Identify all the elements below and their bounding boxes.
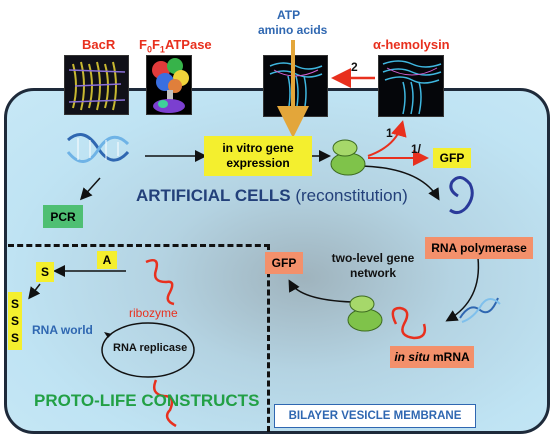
step-1-arrow [367,120,407,157]
dna-helix-icon [66,133,130,163]
proto-life-region [8,244,270,432]
polymerase-enzyme-icon [449,176,474,215]
proto-life-title: PROTO-LIFE CONSTRUCTS [34,391,260,410]
replicated-rna-squiggle-icon [153,379,177,428]
ribosome-bottom-icon [347,295,383,332]
in-vitro-expression-box: in vitro gene expression [204,136,312,176]
bacr-label: BacR [82,37,116,52]
alpha-hemolysin-label: α-hemolysin [373,37,450,52]
s-top-box: S [36,262,54,282]
membrane-label: BILAYER VESICLE MEMBRANE [274,404,476,428]
bacr-structure-image [64,55,129,115]
atp-label: ATP [277,8,301,22]
mrna-squiggle-icon [391,306,427,340]
replicase-cycle [101,322,195,378]
ribosome-top-icon [330,139,366,176]
gfp-network-box: GFP [265,252,303,274]
ribosome-to-polymerase-arrow [361,165,440,201]
f0f1-atpase-label: F0F1ATPase [139,37,212,55]
a-box: A [97,251,117,269]
rna-world-label: RNA world [32,323,93,337]
pcr-box: PCR [43,205,83,228]
f0f1-atpase-structure-image [146,55,192,115]
step-1-prime-label: 1/ [411,142,422,156]
step-1-label: 1 [386,126,393,140]
s-to-sss-arrow [28,283,41,300]
rna-polymerase-box: RNA polymerase [425,237,533,259]
in-situ-mrna-box: in situ mRNA [390,346,474,368]
small-dna-helix-icon [459,297,501,323]
ribozyme-squiggle-icon [145,259,175,306]
step-2-label: 2 [351,60,358,74]
rna-replicase-label: RNA replicase [113,342,188,354]
artificial-cells-title: ARTIFICIAL CELLS (reconstitution) [136,186,408,205]
dna-to-pcr-arrow [79,177,101,201]
ribozyme-label: ribozyme [129,306,178,320]
ribosome-to-gfp-arrow [288,279,353,303]
polymerase-to-mrna-arrow [445,257,480,322]
amino-acids-label: amino acids [258,23,328,37]
gfp-top-box: GFP [433,148,471,168]
alpha-hemolysin-structure-image [378,55,444,117]
